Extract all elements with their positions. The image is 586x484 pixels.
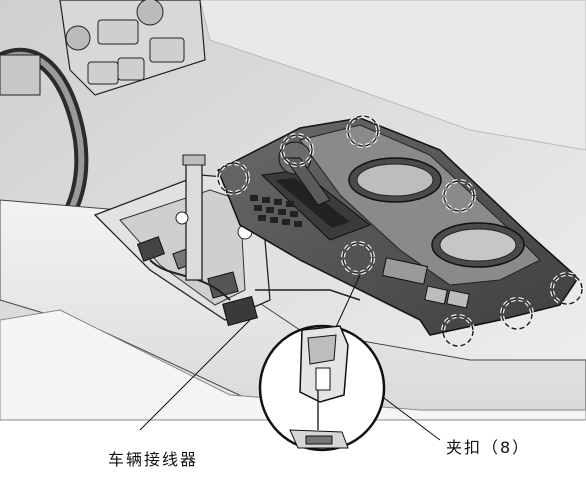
dashboard-center-stack — [59, 0, 206, 96]
vehicle-harness-connectors — [136, 236, 361, 327]
harness-callout-label: 车辆接线器 — [108, 450, 199, 469]
switch-bank — [381, 257, 470, 309]
dashboard-right — [199, 0, 586, 151]
center-console-panel — [217, 117, 579, 336]
clip-detail-magnifier — [258, 324, 386, 452]
clip-callout-label: 夹扣（8） — [446, 438, 531, 457]
